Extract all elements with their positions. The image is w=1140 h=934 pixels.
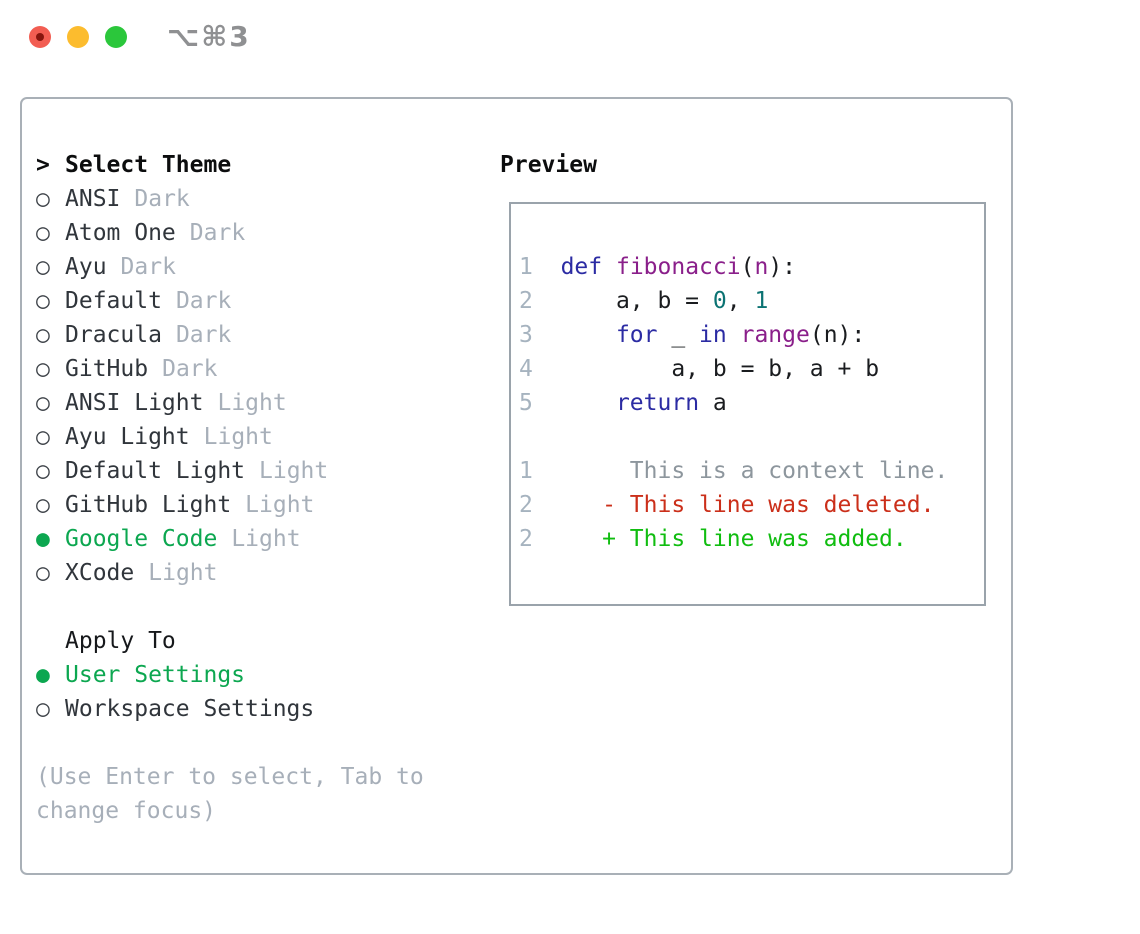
theme-option[interactable]: ○ Atom One Dark <box>36 216 480 250</box>
code-segment: n <box>754 254 769 280</box>
radio-circle-icon: ○ <box>36 458 50 484</box>
code-line: 3 for _ in range(n): <box>519 318 984 352</box>
radio-circle-icon: ○ <box>36 492 50 518</box>
code-line: 2 a, b = 0, 1 <box>519 284 984 318</box>
line-number: 2 <box>519 492 533 518</box>
select-theme-header: > Select Theme <box>36 148 480 182</box>
theme-option[interactable]: ○ Default Light Light <box>36 454 480 488</box>
line-number: 2 <box>519 526 533 552</box>
minimize-button[interactable] <box>67 26 89 48</box>
theme-option[interactable]: ● Google Code Light <box>36 522 480 556</box>
theme-option[interactable]: ○ Default Dark <box>36 284 480 318</box>
code-segment: in <box>699 322 727 348</box>
line-number: 3 <box>519 322 533 348</box>
code-segment: 0 <box>712 288 727 314</box>
window-shortcut-label: ⌥⌘3 <box>167 20 251 53</box>
code-segment: 1 <box>754 288 769 314</box>
theme-option[interactable]: ○ XCode Light <box>36 556 480 590</box>
code-segment: , <box>726 288 755 314</box>
diff-line: 2 - This line was deleted. <box>519 488 984 522</box>
code-segment: ): <box>768 254 797 280</box>
theme-option[interactable]: ○ GitHub Dark <box>36 352 480 386</box>
code-segment: _ <box>657 322 700 348</box>
code-line <box>519 420 984 454</box>
code-line: 4 a, b = b, a + b <box>519 352 984 386</box>
radio-circle-icon: ● <box>36 526 50 552</box>
code-segment: a, b = b, a + b <box>532 356 880 382</box>
radio-circle-icon: ○ <box>36 560 50 586</box>
radio-circle-icon: ○ <box>36 424 50 450</box>
code-segment: ( <box>740 254 755 280</box>
radio-circle-icon: ○ <box>36 390 50 416</box>
code-segment: def <box>560 254 603 280</box>
code-segment: for <box>615 322 658 348</box>
code-segment <box>602 254 616 280</box>
code-segment <box>533 390 616 416</box>
code-segment <box>533 322 616 348</box>
line-number: 1 <box>519 458 533 484</box>
theme-option[interactable]: ○ Ayu Light Light <box>36 420 480 454</box>
diff-line: 2 + This line was added. <box>519 522 984 556</box>
theme-option[interactable]: ○ GitHub Light Light <box>36 488 480 522</box>
preview-title: Preview <box>500 152 597 178</box>
code-segment: a, b = <box>532 288 713 314</box>
close-button[interactable] <box>29 26 51 48</box>
titlebar: ⌥⌘3 <box>0 0 1140 72</box>
code-segment: return <box>615 390 700 416</box>
radio-circle-icon: ● <box>36 662 50 688</box>
code-segment: (n): <box>809 322 866 348</box>
apply-to-header: Apply To <box>36 624 480 658</box>
zoom-button[interactable] <box>105 26 127 48</box>
code-segment <box>533 254 561 280</box>
select-theme-title: Select Theme <box>65 152 232 178</box>
apply-to-option[interactable]: ● User Settings <box>36 658 480 692</box>
radio-circle-icon: ○ <box>36 186 50 212</box>
code-segment: This is a context line. <box>532 458 949 484</box>
radio-circle-icon: ○ <box>36 288 50 314</box>
theme-option[interactable]: ○ Ayu Dark <box>36 250 480 284</box>
line-number: 4 <box>519 356 533 382</box>
apply-to-list: ● User Settings ○ Workspace Settings <box>36 658 480 726</box>
diff-line: 1 This is a context line. <box>519 454 984 488</box>
prompt-cursor-icon: > <box>36 152 50 178</box>
code-segment: + This line was added. <box>532 526 907 552</box>
code-segment: fibonacci <box>615 254 741 280</box>
theme-option[interactable]: ○ ANSI Dark <box>36 182 480 216</box>
apply-to-option[interactable]: ○ Workspace Settings <box>36 692 480 726</box>
code-segment: - This line was deleted. <box>532 492 935 518</box>
radio-circle-icon: ○ <box>36 322 50 348</box>
radio-circle-icon: ○ <box>36 696 50 722</box>
keyboard-hint: (Use Enter to select, Tab to change focu… <box>36 764 424 824</box>
theme-option[interactable]: ○ ANSI Light Light <box>36 386 480 420</box>
theme-list: ○ ANSI Dark ○ Atom One Dark ○ Ayu Dark ○… <box>36 182 480 590</box>
radio-circle-icon: ○ <box>36 220 50 246</box>
code-segment: range <box>740 322 810 348</box>
code-segment: a <box>699 390 727 416</box>
radio-circle-icon: ○ <box>36 254 50 280</box>
theme-picker: > Select Theme ○ ANSI Dark ○ Atom One Da… <box>36 148 480 828</box>
code-segment <box>727 322 741 348</box>
close-dot-icon <box>36 33 44 41</box>
apply-to-title: Apply To <box>65 628 176 654</box>
line-number: 1 <box>519 254 533 280</box>
code-line: 1 def fibonacci(n): <box>519 250 984 284</box>
line-number: 5 <box>519 390 533 416</box>
theme-option[interactable]: ○ Dracula Dark <box>36 318 480 352</box>
radio-circle-icon: ○ <box>36 356 50 382</box>
line-number: 2 <box>519 288 533 314</box>
code-line: 5 return a <box>519 386 984 420</box>
